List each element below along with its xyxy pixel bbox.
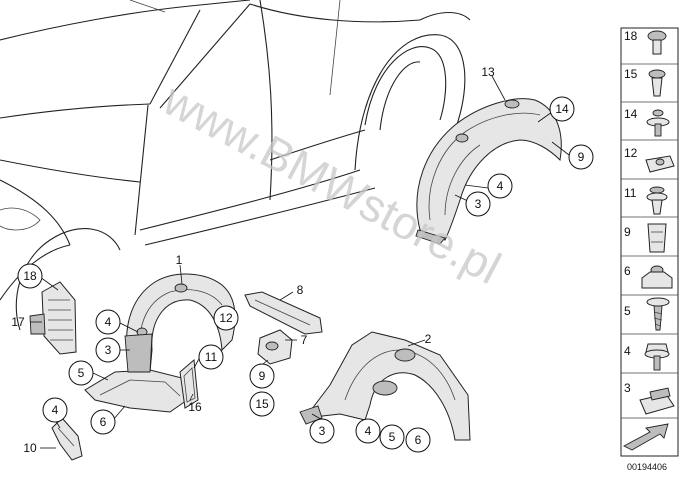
self-tapping-screw-icon: [646, 297, 670, 331]
legend-row-9: 9: [624, 223, 667, 253]
callout-label: 3: [319, 424, 326, 438]
clip-rivet-icon: [646, 186, 668, 215]
spring-nut-icon: [645, 155, 675, 173]
callout-4-bottom: 4: [42, 397, 68, 423]
callout-label: 14: [555, 102, 569, 116]
callout-5-lower: 5: [379, 424, 405, 450]
callout-label: 1: [176, 253, 183, 267]
legend-row-6: 6: [624, 264, 673, 289]
callout-15: 15: [249, 391, 275, 417]
callout-label: 3: [475, 197, 482, 211]
callout-4-rear: 4: [487, 173, 513, 199]
callout-1: 1: [176, 253, 183, 267]
callout-9-rear: 9: [568, 144, 594, 170]
callout-2: 2: [425, 332, 432, 346]
callout-4-lower: 4: [355, 418, 381, 444]
screw-washer-icon: [646, 109, 670, 137]
clip-nut-icon: [639, 387, 675, 415]
callout-7: 7: [301, 333, 308, 347]
seal-part: [179, 358, 199, 409]
legend-label: 3: [624, 381, 631, 395]
legend-row-14: 14: [624, 107, 670, 137]
callout-label: 12: [219, 311, 233, 325]
legend-label: 5: [624, 304, 631, 318]
lower-bracket: [51, 417, 83, 461]
callout-label: 7: [301, 333, 308, 347]
legend-label: 18: [624, 29, 638, 43]
callout-label: 4: [365, 424, 372, 438]
callout-label: 15: [255, 397, 269, 411]
direction-arrow-icon: [623, 423, 669, 451]
expanding-rivet-icon: [647, 30, 667, 55]
callout-13: 13: [481, 65, 495, 79]
callout-label: 5: [389, 430, 396, 444]
callout-6-lower: 6: [405, 427, 431, 453]
callout-label: 4: [52, 403, 59, 417]
fastener-legend: 18 15 14 12: [620, 27, 679, 457]
callout-label: 16: [188, 400, 202, 414]
callout-4-front: 4: [95, 309, 121, 335]
legend-row-12: 12: [624, 146, 675, 173]
callout-label: 9: [578, 150, 585, 164]
hex-bolt-icon: [644, 343, 670, 371]
front-wheel-arch-liner-rear: [299, 331, 471, 441]
callout-6-front: 6: [90, 409, 116, 435]
rear-wheel-arch-liner: [415, 98, 562, 245]
legend-label: 4: [624, 344, 631, 358]
callout-label: 4: [105, 315, 112, 329]
bracket-part: [244, 291, 323, 335]
callout-label: 9: [259, 369, 266, 383]
legend-row-arrow: [623, 423, 669, 451]
document-number: 00194406: [627, 462, 667, 472]
callout-label: 5: [78, 366, 85, 380]
callout-label: 10: [23, 441, 37, 455]
callout-label: 4: [497, 179, 504, 193]
callout-8: 8: [297, 283, 304, 297]
callout-label: 6: [415, 433, 422, 447]
callout-17: 17: [11, 315, 25, 329]
callout-label: 8: [297, 283, 304, 297]
callout-label: 2: [425, 332, 432, 346]
support-part: [257, 329, 293, 365]
legend-label: 15: [624, 67, 638, 81]
legend-row-18: 18: [624, 29, 667, 55]
legend-row-3: 3: [624, 381, 675, 415]
legend-row-5: 5: [624, 297, 670, 331]
legend-row-4: 4: [624, 343, 670, 371]
push-rivet-icon: [648, 69, 666, 97]
callout-3-rear: 3: [465, 191, 491, 217]
callout-label: 13: [481, 65, 495, 79]
legend-row-15: 15: [624, 67, 666, 97]
car-body-illustration: [0, 0, 471, 331]
callout-3-front: 3: [95, 337, 121, 363]
legend-label: 14: [624, 107, 638, 121]
callout-label: 17: [11, 315, 25, 329]
callout-3-lower: 3: [309, 418, 335, 444]
callout-18: 18: [17, 263, 43, 289]
legend-label: 6: [624, 264, 631, 278]
callout-label: 3: [105, 343, 112, 357]
legend-label: 12: [624, 146, 638, 160]
legend-label: 9: [624, 225, 631, 239]
plastic-nut-icon: [647, 223, 667, 253]
callout-14: 14: [549, 96, 575, 122]
callout-16: 16: [188, 400, 202, 414]
callout-5-front: 5: [68, 360, 94, 386]
legend-row-11: 11: [624, 186, 668, 215]
callout-label: 18: [23, 269, 37, 283]
callout-11: 11: [198, 344, 224, 370]
hex-nut-icon: [641, 265, 673, 289]
callout-12: 12: [213, 305, 239, 331]
callout-label: 6: [100, 415, 107, 429]
callout-group: 13 14 9 4 3 1 18 17 4: [11, 65, 594, 455]
air-guide-bracket: [29, 281, 77, 355]
legend-label: 11: [624, 186, 637, 200]
callout-label: 11: [205, 350, 218, 364]
callout-9-front: 9: [249, 363, 275, 389]
callout-10: 10: [23, 441, 37, 455]
